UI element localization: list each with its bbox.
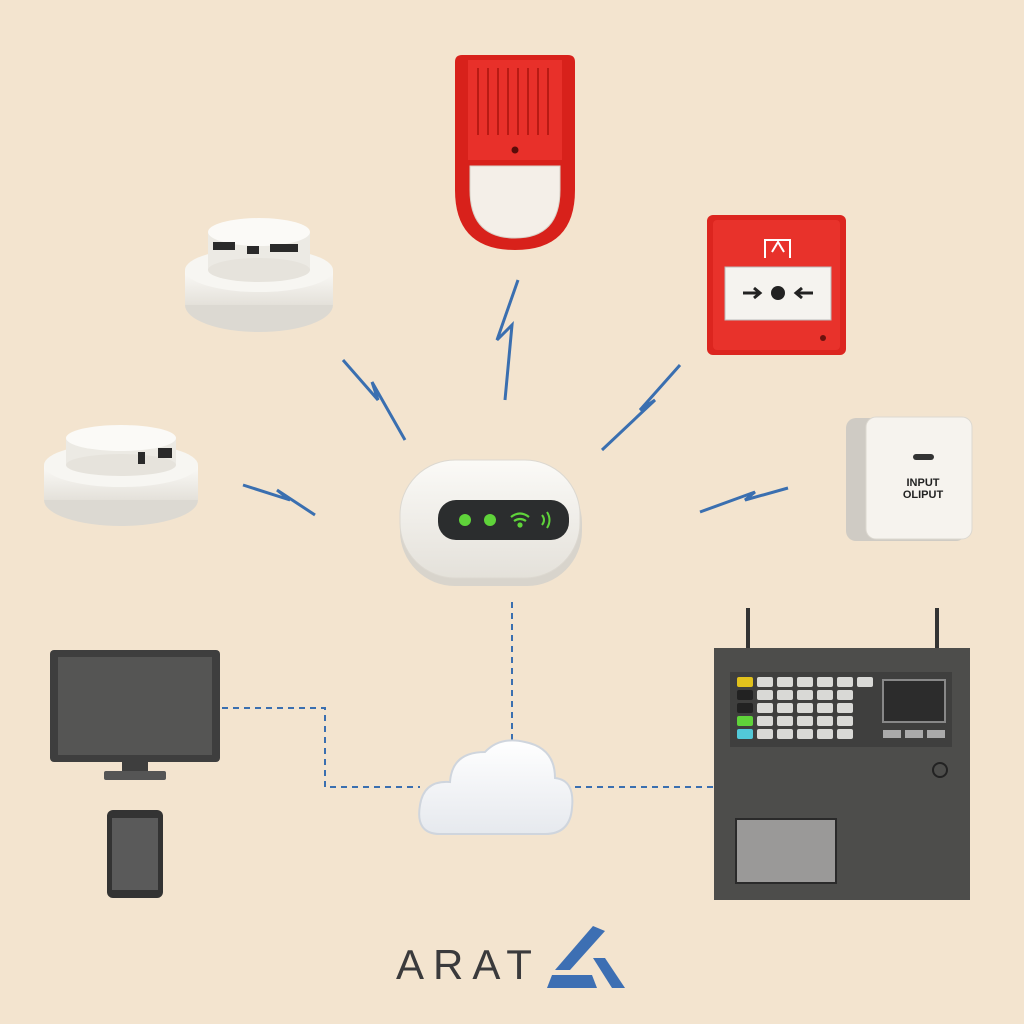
keypad-button	[737, 729, 753, 739]
keypad-button	[777, 690, 793, 700]
keypad-button	[797, 716, 813, 726]
keypad-button	[737, 677, 753, 687]
keypad-button	[797, 690, 813, 700]
keypad-button	[797, 677, 813, 687]
keypad-button	[817, 703, 833, 713]
io-label-input: INPUT	[907, 477, 940, 489]
keypad-button	[837, 729, 853, 739]
input-output-module: INPUT OLIPUT	[846, 416, 973, 541]
wired-connections	[222, 602, 714, 788]
keypad-button	[777, 677, 793, 687]
status-led	[459, 514, 471, 526]
io-label-output: OLIPUT	[903, 489, 944, 501]
cloud-icon	[418, 739, 574, 835]
keypad-button	[757, 677, 773, 687]
fire-symbol-icon	[764, 239, 791, 258]
keypad-button	[817, 729, 833, 739]
keypad-button	[837, 677, 853, 687]
keypad-button	[797, 703, 813, 713]
keypad-button	[777, 716, 793, 726]
arrow-left-icon	[793, 286, 813, 300]
manual-call-point	[707, 215, 846, 355]
keypad-button	[737, 716, 753, 726]
keypad-button	[757, 716, 773, 726]
arat-logo: ARAT	[396, 926, 625, 988]
keypad-button	[777, 703, 793, 713]
keypad-button	[817, 690, 833, 700]
keypad-button	[757, 703, 773, 713]
panel-display	[882, 679, 946, 723]
keypad-button	[837, 716, 853, 726]
strobe-lens	[469, 165, 561, 239]
wireless-gateway-hub	[399, 459, 582, 586]
desktop-monitor	[50, 650, 220, 780]
heat-detector	[44, 425, 198, 526]
logo-triangle-icon	[547, 926, 625, 988]
fire-alarm-control-panel	[714, 608, 970, 900]
keypad	[737, 677, 873, 739]
arrow-right-icon	[743, 286, 763, 300]
keypad-button	[857, 677, 873, 687]
keypad-button	[757, 690, 773, 700]
wireless-signal-icon	[699, 486, 789, 514]
keypad-button	[737, 690, 753, 700]
keypad-button	[817, 716, 833, 726]
wireless-signal-icon	[600, 364, 682, 452]
wireless-signal-icon	[495, 279, 520, 401]
sounder-beacon	[455, 55, 575, 250]
logo-text: ARAT	[396, 941, 541, 988]
monitor-to-cloud-line	[222, 707, 420, 788]
keypad-button	[817, 677, 833, 687]
keypad-button	[757, 729, 773, 739]
keypad-button	[837, 690, 853, 700]
keypad-button	[837, 703, 853, 713]
panel-door	[735, 818, 837, 884]
keypad-button	[777, 729, 793, 739]
wireless-signal-icon	[242, 483, 316, 517]
tablet-device	[107, 810, 163, 898]
wifi-icon	[510, 512, 530, 528]
keypad-button	[797, 729, 813, 739]
signal-waves-icon	[541, 511, 551, 529]
wireless-signals	[242, 279, 789, 517]
smoke-detector	[185, 218, 333, 332]
status-led	[484, 514, 496, 526]
keypad-button	[737, 703, 753, 713]
wireless-signal-icon	[341, 359, 407, 441]
